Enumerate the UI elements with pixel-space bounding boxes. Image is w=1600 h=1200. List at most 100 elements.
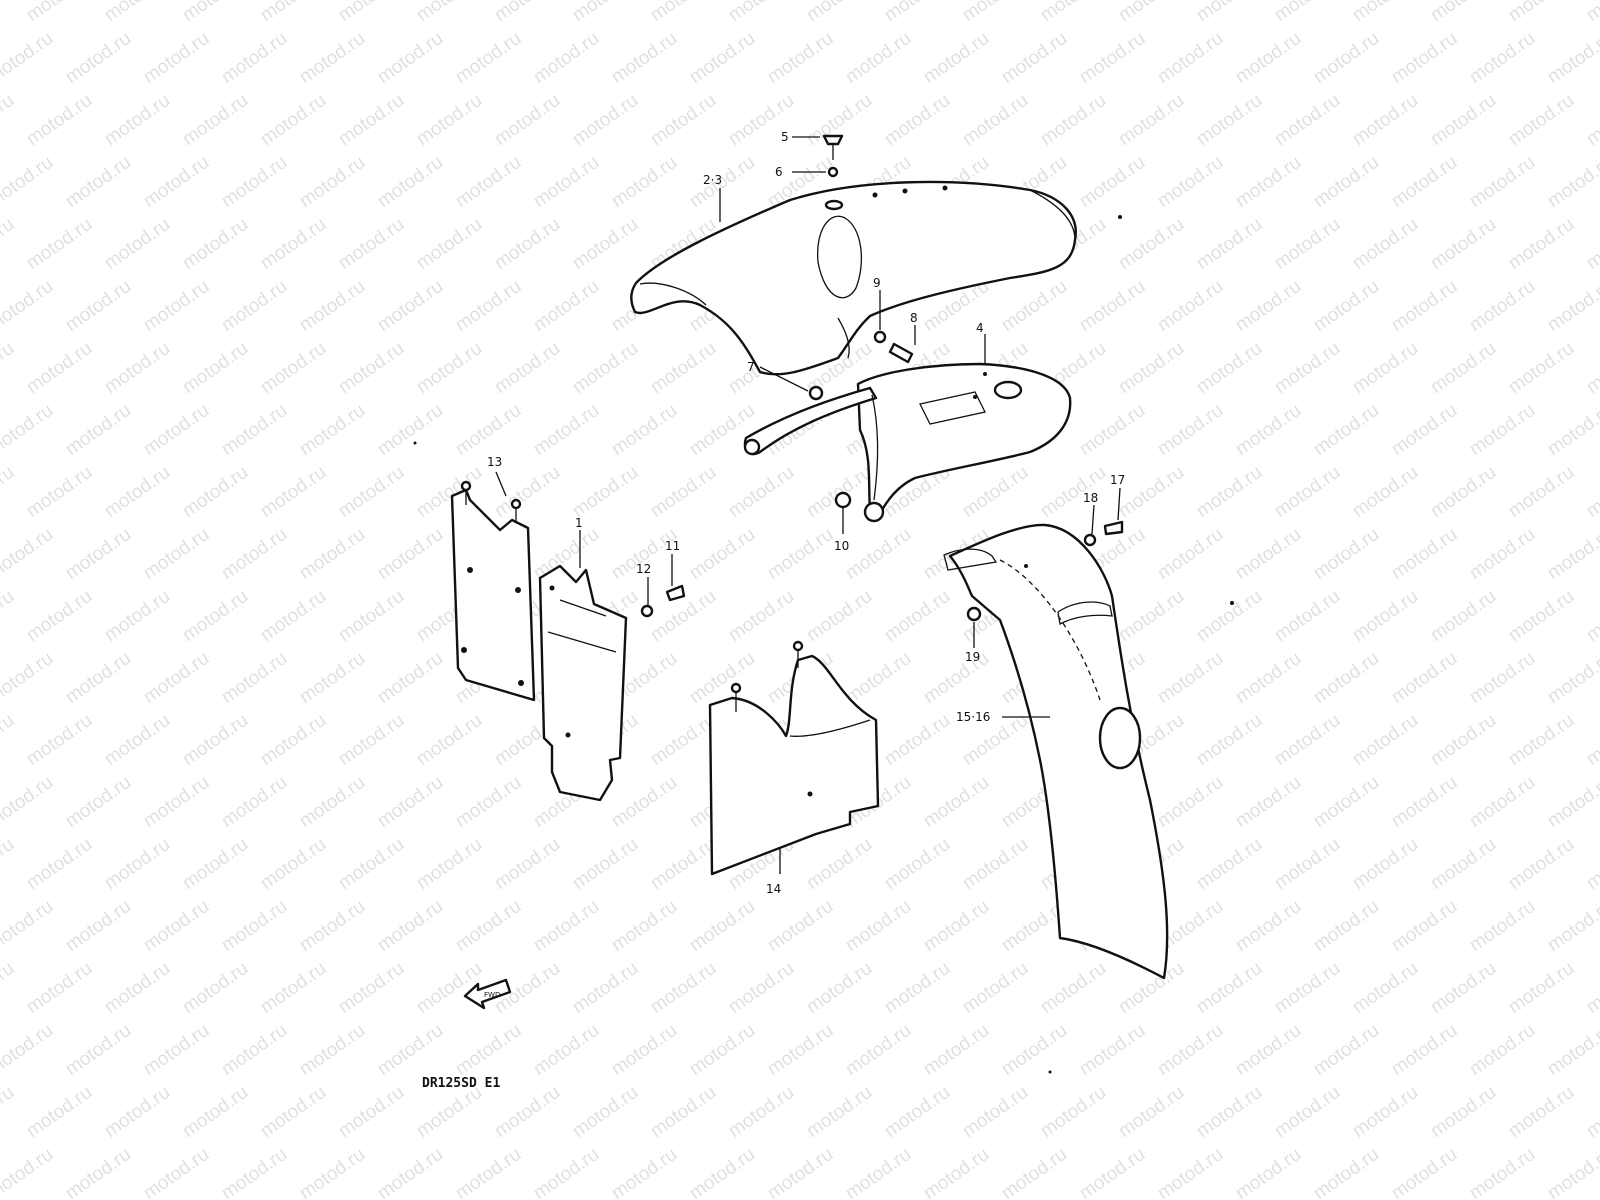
watermark-text: motod.ru xyxy=(0,772,57,832)
watermark-text: motod.ru xyxy=(257,462,330,522)
watermark-text: motod.ru xyxy=(23,710,96,770)
watermark-text: motod.ru xyxy=(647,958,720,1018)
watermark-text: motod.ru xyxy=(1349,1082,1422,1142)
nut-10 xyxy=(834,491,852,509)
watermark-text: motod.ru xyxy=(842,524,915,584)
watermark-text: motod.ru xyxy=(1583,338,1600,398)
watermark-text: motod.ru xyxy=(374,772,447,832)
watermark-text: motod.ru xyxy=(1232,1144,1305,1200)
watermark-text: motod.ru xyxy=(1076,1020,1149,1080)
plate-14 xyxy=(708,640,880,876)
watermark-text: motod.ru xyxy=(0,0,18,26)
watermark-text: motod.ru xyxy=(1388,1020,1461,1080)
watermark-text: motod.ru xyxy=(101,90,174,150)
watermark-text: motod.ru xyxy=(803,834,876,894)
watermark-text: motod.ru xyxy=(1115,90,1188,150)
watermark-text: motod.ru xyxy=(140,1144,213,1200)
watermark-text: motod.ru xyxy=(1388,896,1461,956)
watermark-text: motod.ru xyxy=(1154,648,1227,708)
watermark-text: motod.ru xyxy=(62,648,135,708)
watermark-text: motod.ru xyxy=(452,772,525,832)
watermark-text: motod.ru xyxy=(101,0,174,26)
watermark-text: motod.ru xyxy=(0,276,57,336)
watermark-text: motod.ru xyxy=(0,214,18,274)
watermark-text: motod.ru xyxy=(1505,710,1578,770)
watermark-text: motod.ru xyxy=(491,0,564,26)
watermark-text: motod.ru xyxy=(1193,338,1266,398)
watermark-text: motod.ru xyxy=(179,958,252,1018)
watermark-text: motod.ru xyxy=(1154,400,1227,460)
leader-lines xyxy=(495,136,1121,874)
watermark-text: motod.ru xyxy=(374,648,447,708)
watermark-text: motod.ru xyxy=(452,400,525,460)
watermark-text: motod.ru xyxy=(0,152,57,212)
watermark-text: motod.ru xyxy=(140,648,213,708)
watermark-text: motod.ru xyxy=(296,524,369,584)
watermark-text: motod.ru xyxy=(218,896,291,956)
watermark-text: motod.ru xyxy=(0,896,57,956)
watermark-text: motod.ru xyxy=(374,896,447,956)
watermark-text: motod.ru xyxy=(1583,214,1600,274)
watermark-text: motod.ru xyxy=(1115,462,1188,522)
watermark-text: motod.ru xyxy=(62,1144,135,1200)
watermark-text: motod.ru xyxy=(218,524,291,584)
watermark-text: motod.ru xyxy=(1427,90,1500,150)
watermark-text: motod.ru xyxy=(1037,462,1110,522)
watermark-text: motod.ru xyxy=(179,834,252,894)
watermark-text: motod.ru xyxy=(257,958,330,1018)
watermark-text: motod.ru xyxy=(1115,338,1188,398)
watermark-text: motod.ru xyxy=(1388,276,1461,336)
watermark-text: motod.ru xyxy=(296,1144,369,1200)
watermark-text: motod.ru xyxy=(1154,1144,1227,1200)
watermark-text: motod.ru xyxy=(725,1082,798,1142)
watermark-text: motod.ru xyxy=(842,28,915,88)
bolt-11 xyxy=(665,584,686,602)
watermark-text: motod.ru xyxy=(1193,214,1266,274)
watermark-text: motod.ru xyxy=(1310,276,1383,336)
watermark-text: motod.ru xyxy=(1544,772,1600,832)
watermark-text: motod.ru xyxy=(0,1082,18,1142)
watermark-text: motod.ru xyxy=(569,834,642,894)
watermark-text: motod.ru xyxy=(335,834,408,894)
watermark-text: motod.ru xyxy=(101,1082,174,1142)
watermark-text: motod.ru xyxy=(140,152,213,212)
watermark-text: motod.ru xyxy=(23,834,96,894)
callout-1: 1 xyxy=(575,516,583,530)
watermark-text: motod.ru xyxy=(1154,28,1227,88)
watermark-text: motod.ru xyxy=(1505,1082,1578,1142)
watermark-text: motod.ru xyxy=(1271,462,1344,522)
watermark-text: motod.ru xyxy=(1544,1020,1600,1080)
watermark-text: motod.ru xyxy=(179,0,252,26)
watermark-text: motod.ru xyxy=(998,276,1071,336)
watermark-text: motod.ru xyxy=(1193,834,1266,894)
watermark-text: motod.ru xyxy=(530,1020,603,1080)
watermark-text: motod.ru xyxy=(569,958,642,1018)
watermark-text: motod.ru xyxy=(1232,648,1305,708)
watermark-text: motod.ru xyxy=(920,772,993,832)
watermark-text: motod.ru xyxy=(530,400,603,460)
watermark-text: motod.ru xyxy=(1583,462,1600,522)
watermark-text: motod.ru xyxy=(1544,152,1600,212)
watermark-text: motod.ru xyxy=(0,648,57,708)
watermark-text: motod.ru xyxy=(881,1082,954,1142)
watermark-text: motod.ru xyxy=(257,214,330,274)
watermark-text: motod.ru xyxy=(23,462,96,522)
watermark-text: motod.ru xyxy=(335,710,408,770)
watermark-text: motod.ru xyxy=(1427,462,1500,522)
watermark-text: motod.ru xyxy=(1349,0,1422,26)
watermark-text: motod.ru xyxy=(842,1020,915,1080)
watermark-text: motod.ru xyxy=(257,710,330,770)
watermark-text: motod.ru xyxy=(374,1020,447,1080)
watermark-text: motod.ru xyxy=(179,338,252,398)
watermark-text: motod.ru xyxy=(803,958,876,1018)
watermark-text: motod.ru xyxy=(1349,834,1422,894)
watermark-text: motod.ru xyxy=(335,1082,408,1142)
watermark-text: motod.ru xyxy=(1193,958,1266,1018)
watermark-text: motod.ru xyxy=(413,338,486,398)
watermark-text: motod.ru xyxy=(218,400,291,460)
watermark-text: motod.ru xyxy=(374,276,447,336)
watermark-text: motod.ru xyxy=(1388,152,1461,212)
watermark-text: motod.ru xyxy=(335,90,408,150)
